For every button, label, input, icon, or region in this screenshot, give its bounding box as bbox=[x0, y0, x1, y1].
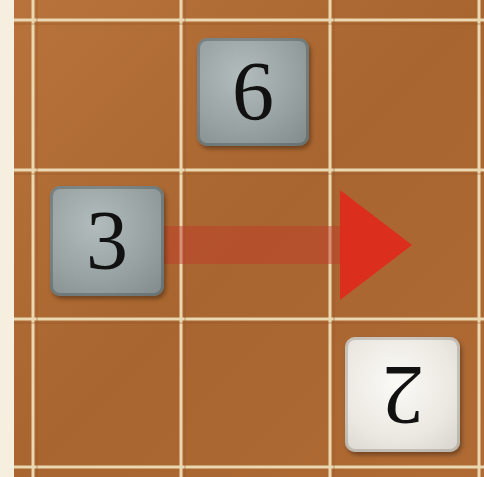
grid-lines bbox=[14, 0, 484, 477]
number-tile: 6 bbox=[197, 38, 309, 146]
tile-number: 6 bbox=[232, 50, 274, 134]
number-tile: 3 bbox=[50, 186, 164, 296]
board-surface bbox=[14, 0, 484, 477]
tile-number: 3 bbox=[86, 199, 128, 283]
number-tile: 2 bbox=[345, 337, 460, 452]
tile-number: 2 bbox=[382, 353, 424, 437]
move-arrow bbox=[160, 190, 412, 300]
